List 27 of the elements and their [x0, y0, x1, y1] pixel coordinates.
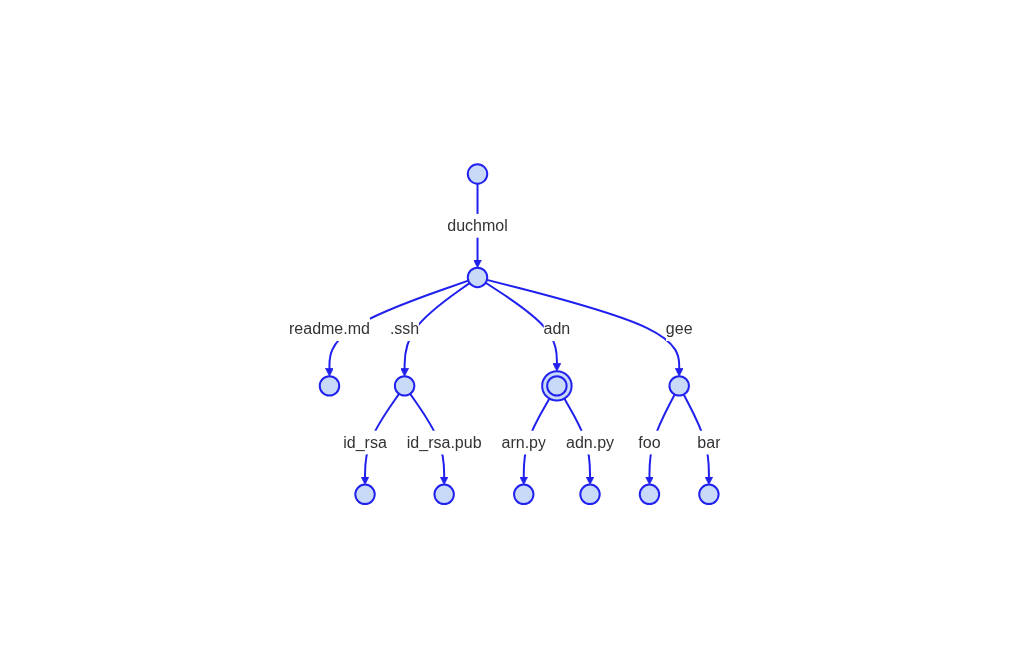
arrow — [400, 282, 471, 377]
edge-label: id_rsa.pub — [407, 433, 482, 451]
node-circle — [467, 163, 489, 186]
arrow — [325, 280, 470, 377]
edge-label: adn — [543, 320, 571, 338]
node-circle — [467, 267, 489, 289]
node-circle — [319, 375, 341, 397]
node-circle — [433, 483, 456, 506]
edge-label: gee — [666, 320, 693, 338]
node-circle — [668, 375, 691, 397]
arrow — [682, 393, 714, 486]
edge-label: .ssh — [390, 320, 420, 338]
node-circle — [394, 375, 416, 397]
edge-label: adn.py — [566, 433, 615, 451]
arrow — [645, 393, 676, 486]
node-circle — [579, 483, 601, 506]
edge-label: duchmol — [447, 217, 509, 235]
node-circle — [513, 483, 535, 506]
edge-label: foo — [638, 433, 661, 451]
edge-label: arn.py — [501, 433, 547, 451]
edge-label: bar — [697, 433, 721, 451]
node-circle — [541, 370, 573, 402]
node-circle — [354, 483, 376, 506]
node-circle — [639, 483, 661, 506]
node-circle — [698, 483, 720, 506]
edge-label: readme.md — [289, 320, 371, 338]
edge-label: id_rsa — [343, 433, 388, 451]
